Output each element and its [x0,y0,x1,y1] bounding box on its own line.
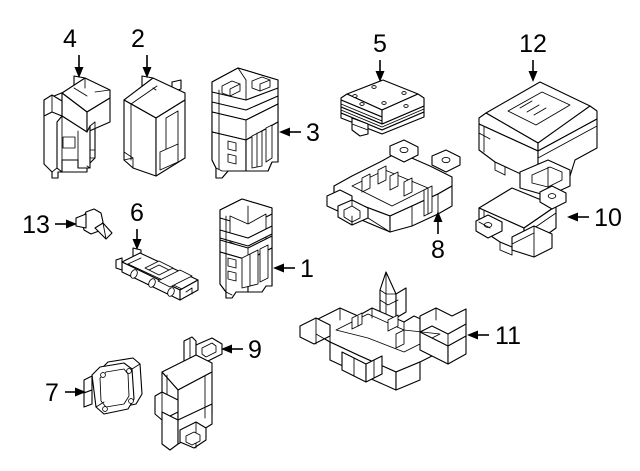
callout-8: 8 [431,211,445,264]
part-7-rounded-sensor-module [83,357,143,415]
callout-4: 4 [63,25,84,78]
part-1-main-junction-block [219,198,273,299]
callout-12: 12 [519,30,547,82]
callout-label-3: 3 [306,119,320,147]
callout-layer: 4 2 3 5 [22,25,622,407]
callout-6: 6 [130,199,144,250]
callout-label-9: 9 [248,336,262,364]
callout-label-7: 7 [45,379,59,407]
part-8-module-tray-bracket [326,139,461,233]
callout-label-11: 11 [495,322,521,350]
part-11-lower-mount-tray [299,271,467,391]
callout-10: 10 [567,204,622,232]
part-6-slim-relay-module [115,247,199,301]
callout-label-13: 13 [22,211,50,239]
callout-5: 5 [373,30,387,82]
callout-3: 3 [279,119,320,147]
callout-label-5: 5 [373,30,387,58]
callout-2: 2 [131,25,152,78]
callout-label-10: 10 [594,204,622,232]
part-10-flat-control-module [475,185,567,258]
part-9-bracket-with-tab [154,336,223,451]
part-12-large-ribbed-module [478,81,598,197]
callout-label-8: 8 [431,236,445,264]
callout-label-12: 12 [519,30,547,58]
callout-label-2: 2 [131,25,145,53]
part-5-flat-square-module [340,79,425,137]
part-2-control-module-box [123,75,186,177]
callout-label-4: 4 [63,25,77,53]
callout-label-6: 6 [130,199,144,227]
callout-label-1: 1 [300,255,314,283]
callout-13: 13 [22,211,77,239]
part-13-retainer-clip [75,208,113,240]
part-3-fuse-block-assembly [211,67,279,179]
part-4-relay-bracket-module [43,75,111,179]
callout-1: 1 [273,255,314,283]
callout-7: 7 [45,379,86,407]
callout-11: 11 [467,322,521,350]
callout-9: 9 [221,336,262,364]
